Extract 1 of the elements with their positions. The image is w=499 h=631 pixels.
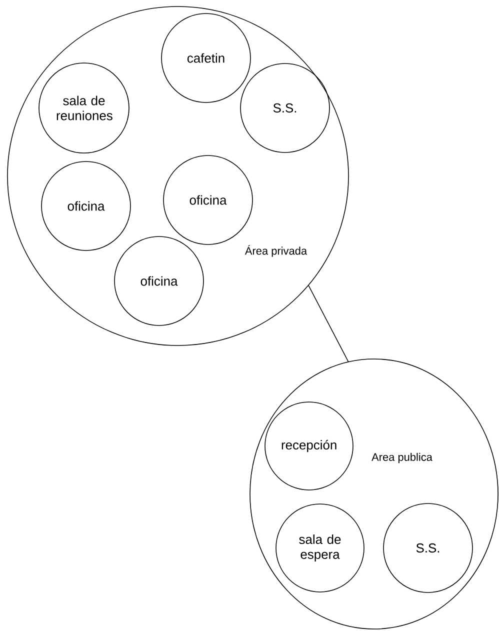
connector-line [308, 285, 349, 362]
